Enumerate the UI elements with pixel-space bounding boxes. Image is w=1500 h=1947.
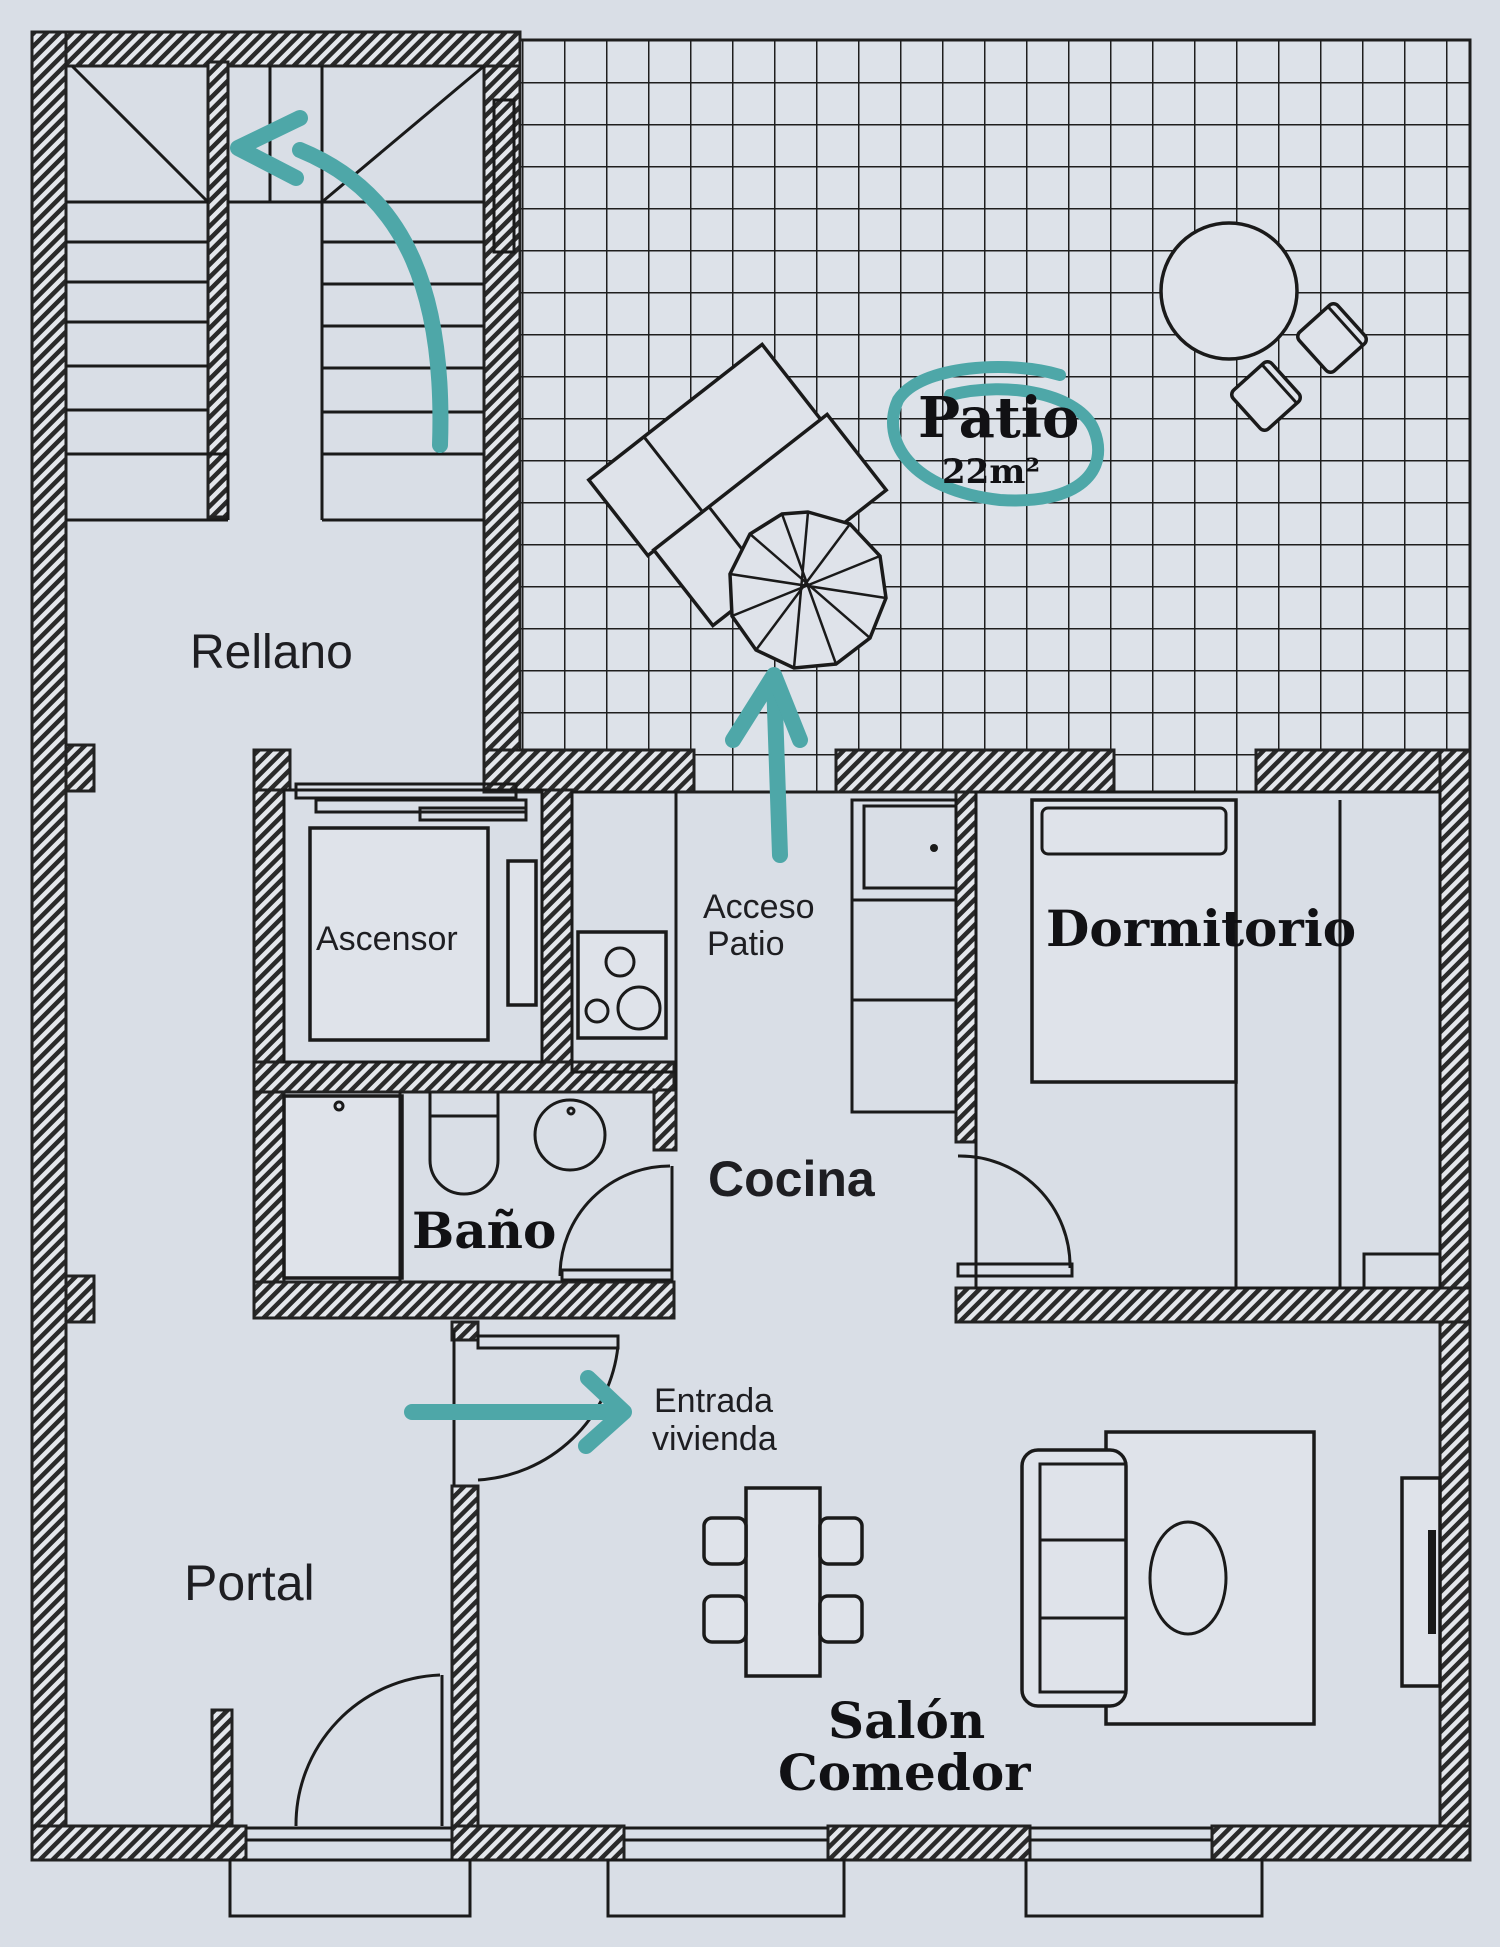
- label-patio-access: Patio: [707, 925, 785, 963]
- room-label-bano: Baño: [412, 1201, 556, 1260]
- patio-circle: [887, 361, 1105, 507]
- label-entrada: Entrada: [654, 1382, 773, 1420]
- elevator: [282, 782, 544, 1064]
- room-label-portal: Portal: [184, 1555, 315, 1611]
- kitchen-units-right: [850, 798, 958, 1114]
- label-acceso: Acceso: [703, 888, 815, 926]
- room-label-rellano: Rellano: [190, 626, 353, 679]
- stairs-up-arrow: [230, 110, 449, 453]
- room-label-patio: Patio: [918, 385, 1079, 451]
- label-vivienda: vivienda: [652, 1420, 777, 1458]
- walls: [30, 30, 1472, 1862]
- dining-table: [702, 1486, 864, 1678]
- parasol-icon: [728, 510, 888, 670]
- windows: [228, 98, 1264, 1918]
- room-label-dormitorio: Dormitorio: [1046, 899, 1356, 958]
- kitchen-counter: [570, 790, 678, 1090]
- sofa-and-rug: [1020, 1430, 1316, 1726]
- portal-door: [294, 1673, 444, 1827]
- room-label-salon: Salón: [828, 1691, 985, 1750]
- room-label-ascensor: Ascensor: [316, 920, 458, 958]
- bathroom-fixtures: [282, 1092, 674, 1282]
- tv-unit: [1400, 1476, 1442, 1688]
- patio-access-arrow: [725, 667, 808, 863]
- room-label-comedor: Comedor: [778, 1743, 1031, 1802]
- round-table-patio: [1159, 221, 1368, 432]
- staircase: [66, 64, 485, 522]
- bedroom-furniture: [956, 790, 1442, 1290]
- entrance-arrow: [404, 1370, 632, 1454]
- patio-area-label: 22m²: [942, 452, 1040, 492]
- room-label-cocina: Cocina: [708, 1151, 876, 1207]
